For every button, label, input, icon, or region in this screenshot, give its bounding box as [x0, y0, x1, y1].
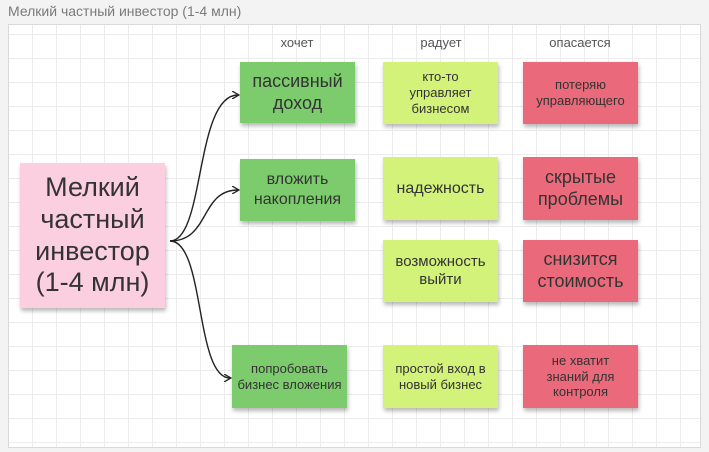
sticky-note-text: вложить накопления — [253, 171, 342, 208]
sticky-note-text: пассивный доход — [252, 70, 343, 113]
connector-to-try-business — [169, 240, 230, 378]
sticky-note-wants-3[interactable]: попробовать бизнес вложения — [232, 345, 347, 408]
sticky-note-main-text: Мелкий частный инвестор (1-4 млн) — [35, 171, 150, 298]
sticky-note-wants-1[interactable]: пассивный доход — [240, 62, 355, 123]
sticky-note-fears-1[interactable]: потеряю управляющего — [523, 62, 638, 124]
column-header-fears: опасается — [549, 35, 611, 50]
sticky-note-pleases-3[interactable]: возможность выйти — [383, 240, 498, 302]
sticky-note-text: кто-то управляет бизнесом — [409, 69, 472, 116]
sticky-note-wants-2[interactable]: вложить накопления — [240, 159, 355, 221]
sticky-note-text: надежность — [396, 179, 485, 197]
sticky-note-pleases-1[interactable]: кто-то управляет бизнесом — [383, 62, 498, 124]
connector-to-passive-income — [169, 95, 238, 242]
sticky-note-text: не хватит знаний для контроля — [546, 352, 615, 400]
sticky-note-fears-3[interactable]: снизится стоимость — [523, 240, 638, 302]
sticky-note-text: возможность выйти — [395, 252, 486, 288]
sticky-note-pleases-4[interactable]: простой вход в новый бизнес — [383, 345, 498, 408]
sticky-note-text: потеряю управляющего — [536, 77, 625, 108]
sticky-note-text: снизится стоимость — [537, 249, 624, 291]
sticky-note-text: скрытые проблемы — [537, 166, 624, 209]
sticky-note-main[interactable]: Мелкий частный инвестор (1-4 млн) — [20, 163, 165, 308]
column-header-wants: хочет — [280, 35, 314, 50]
sticky-note-pleases-2[interactable]: надежность — [383, 157, 498, 220]
sticky-note-fears-2[interactable]: скрытые проблемы — [523, 157, 638, 220]
sticky-note-text: попробовать бизнес вложения — [237, 360, 342, 392]
column-header-pleases: радует — [420, 35, 462, 50]
sticky-note-fears-4[interactable]: не хватит знаний для контроля — [523, 345, 638, 408]
connector-to-invest-savings — [169, 190, 238, 242]
sticky-note-text: простой вход в новый бизнес — [395, 360, 486, 392]
frame-title[interactable]: Мелкий частный инвестор (1-4 млн) — [8, 3, 242, 19]
